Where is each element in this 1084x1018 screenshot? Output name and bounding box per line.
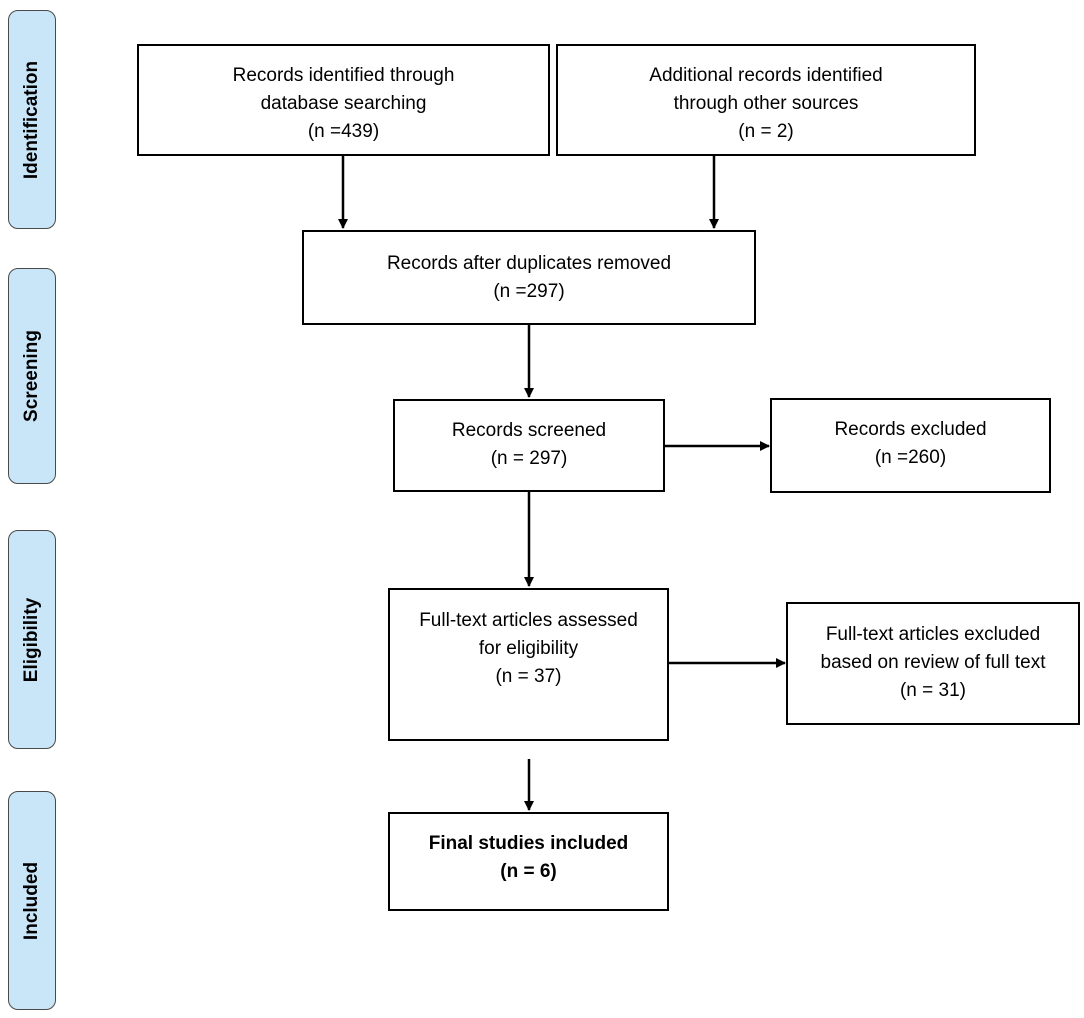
records-identified-database-box: Records identified through database sear… — [137, 44, 550, 156]
additional-records-box: Additional records identified through ot… — [556, 44, 976, 156]
db-search-count: (n =439) — [307, 121, 380, 142]
fulltext-assessed-count: (n = 37) — [495, 666, 562, 687]
stage-eligibility: Eligibility — [8, 530, 56, 749]
final-included-count: (n = 6) — [500, 861, 557, 882]
records-excluded-box: Records excluded (n =260) — [770, 398, 1051, 493]
final-studies-box: Final studies included (n = 6) — [388, 812, 669, 911]
final-included-line-1: Final studies included — [428, 833, 629, 854]
after-duplicates-count: (n =297) — [493, 281, 565, 302]
db-search-line-2: database searching — [260, 93, 427, 114]
fulltext-assessed-box: Full-text articles assessed for eligibil… — [388, 588, 669, 741]
fulltext-assessed-line-2: for eligibility — [478, 638, 579, 659]
stage-screening: Screening — [8, 268, 56, 484]
screened-count: (n = 297) — [490, 448, 568, 469]
fulltext-excluded-box: Full-text articles excluded based on rev… — [786, 602, 1080, 725]
excluded-count: (n =260) — [874, 447, 947, 468]
other-sources-line-2: through other sources — [673, 93, 859, 114]
other-sources-count: (n = 2) — [738, 121, 794, 142]
after-duplicates-line-1: Records after duplicates removed — [386, 253, 672, 274]
fulltext-excluded-line-1: Full-text articles excluded — [825, 624, 1041, 645]
excluded-line-1: Records excluded — [834, 419, 987, 440]
fulltext-excluded-count: (n = 31) — [899, 680, 966, 701]
stage-included: Included — [8, 791, 56, 1010]
records-screened-box: Records screened (n = 297) — [393, 399, 665, 492]
other-sources-line-1: Additional records identified — [649, 65, 883, 86]
stage-identification: Identification — [8, 10, 56, 229]
fulltext-assessed-line-1: Full-text articles assessed — [419, 610, 638, 631]
screened-line-1: Records screened — [451, 420, 607, 441]
records-after-duplicates-box: Records after duplicates removed (n =297… — [302, 230, 756, 325]
db-search-line-1: Records identified through — [232, 65, 455, 86]
fulltext-excluded-line-2: based on review of full text — [820, 652, 1046, 673]
